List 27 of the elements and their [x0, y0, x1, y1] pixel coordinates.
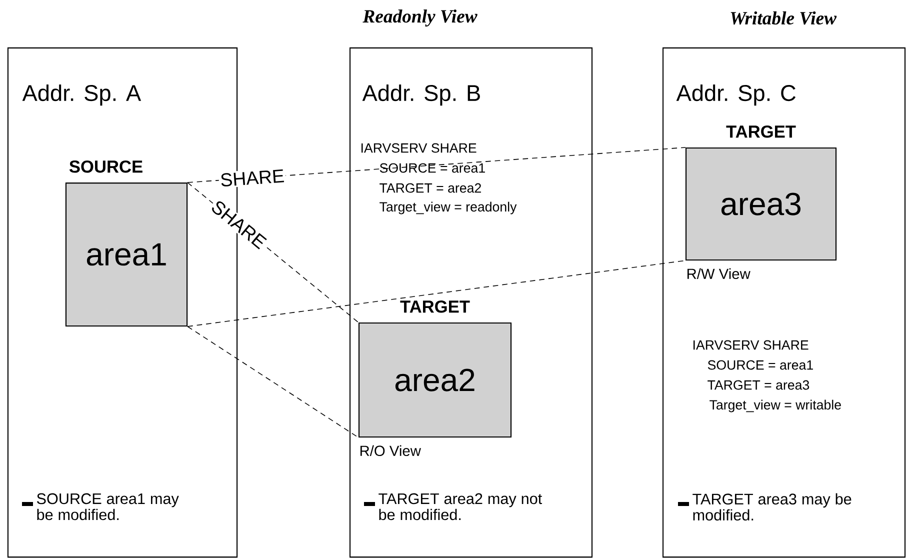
note-text: SOURCE area1 may be modified.	[36, 493, 179, 520]
storage-area-box: area3	[685, 147, 837, 261]
storage-area-box: area2	[358, 322, 512, 438]
storage-area-box: area1	[65, 182, 188, 326]
view-caption: R/O View	[360, 445, 421, 456]
panel-title: Addr. Sp. C	[676, 84, 796, 106]
area-heading: TARGET	[400, 300, 470, 313]
note-text: TARGET area2 may not be modified.	[378, 493, 542, 520]
dashed-line	[187, 326, 359, 438]
command-line: Target_view = readonly	[380, 202, 517, 214]
view-heading: Readonly View	[362, 10, 478, 26]
view-heading: Writable View	[730, 11, 837, 25]
command-line: Target_view = writable	[710, 400, 841, 412]
command-line: SOURCE = area1	[380, 163, 485, 173]
panel-title: Addr. Sp. B	[362, 84, 480, 106]
edge-label: SHARE	[218, 168, 286, 188]
note-text: TARGET area3 may be modified.	[692, 493, 852, 521]
command-line: TARGET = area2	[380, 183, 481, 193]
area-heading: SOURCE	[69, 160, 142, 173]
command-line: IARVSERV SHARE	[694, 340, 808, 350]
command-line: SOURCE = area1	[708, 360, 813, 370]
panel-title: Addr. Sp. A	[22, 84, 142, 106]
area-heading: TARGET	[726, 125, 796, 138]
command-line: IARVSERV SHARE	[362, 143, 476, 153]
command-line: TARGET = area3	[708, 380, 810, 390]
view-caption: R/W View	[687, 268, 750, 280]
dashed-line	[187, 260, 686, 327]
